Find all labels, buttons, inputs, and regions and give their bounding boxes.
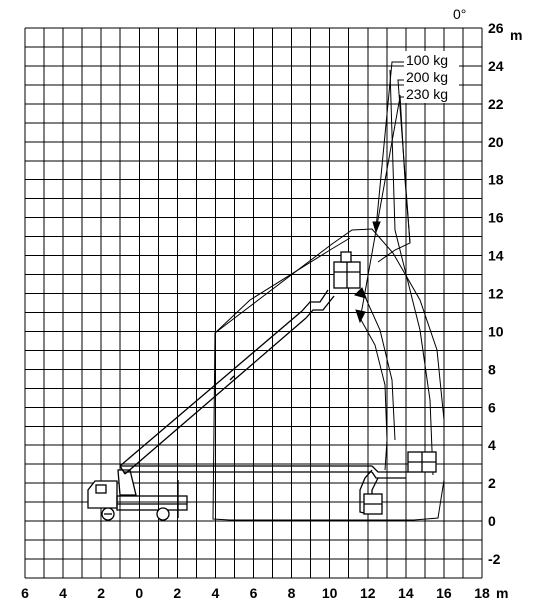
raised-basket [333,251,361,289]
x-tick-label: 8 [288,585,296,601]
x-tick-label: 2 [173,585,181,601]
y-tick-label: 26 [488,20,504,36]
angle-label: 0° [453,6,466,22]
y-tick-label: 6 [488,399,496,415]
x-tick-label: 4 [59,585,67,601]
y-tick-label: 14 [488,248,504,264]
horizontal-basket [407,451,437,473]
turret [117,469,137,496]
load-label-230kg: 230 kg [406,86,448,102]
y-tick-label: 12 [488,286,504,302]
envelope-200kg [389,69,434,476]
lowered-basket [363,493,383,515]
envelope-100kg [212,228,445,521]
x-tick-label: 12 [360,585,376,601]
x-axis-ticks: 6 4 2 0 2 4 6 8 10 12 14 16 18 [21,585,490,601]
load-label-100kg: 100 kg [406,52,448,68]
rear-wheel [156,507,170,521]
x-axis-unit: m [496,585,508,601]
x-tick-label: 0 [135,585,143,601]
y-tick-label: -2 [488,551,501,567]
y-tick-label: 10 [488,323,504,339]
x-tick-label: 6 [250,585,258,601]
y-tick-label: 18 [488,172,504,188]
y-tick-label: 8 [488,361,496,377]
raised-boom [119,289,335,475]
x-tick-label: 2 [97,585,105,601]
y-tick-label: 4 [488,437,496,453]
y-tick-label: 20 [488,134,504,150]
load-leaders [354,61,411,324]
y-tick-label: 0 [488,513,496,529]
x-tick-label: 10 [322,585,338,601]
load-label-200kg: 200 kg [406,69,448,85]
x-tick-label: 6 [21,585,29,601]
envelope-230kg [214,94,411,471]
x-tick-label: 14 [398,585,414,601]
y-tick-label: 24 [488,58,504,74]
x-tick-label: 18 [474,585,490,601]
y-tick-label: 2 [488,475,496,491]
x-tick-label: 16 [436,585,452,601]
y-tick-label: 16 [488,210,504,226]
truck [87,480,188,521]
y-tick-label: 22 [488,96,504,112]
load-labels: 100 kg 200 kg 230 kg [404,51,459,103]
truck-window [95,484,107,494]
y-axis-unit: m [510,27,522,43]
x-tick-label: 4 [212,585,220,601]
